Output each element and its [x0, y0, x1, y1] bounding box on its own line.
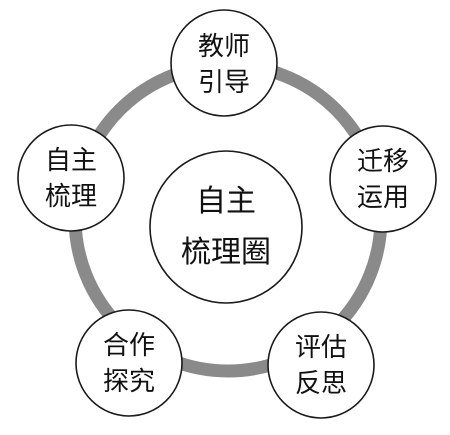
- node-self-sort-line1: 自主: [45, 146, 97, 176]
- node-transfer-apply: 迁移 运用: [329, 125, 437, 233]
- center-node-line2: 梳理圈: [181, 235, 271, 270]
- center-node: 自主 梳理圈: [149, 150, 303, 304]
- node-teacher-guide: 教师 引导: [170, 9, 278, 117]
- node-cooperate-explore-line2: 探究: [103, 367, 155, 397]
- node-cooperate-explore-circle: [75, 309, 183, 417]
- node-transfer-apply-circle: [329, 125, 437, 233]
- node-cooperate-explore-line1: 合作: [103, 331, 155, 361]
- node-transfer-apply-line2: 运用: [357, 183, 409, 213]
- node-self-sort: 自主 梳理: [17, 124, 125, 232]
- node-teacher-guide-line1: 教师: [198, 32, 250, 62]
- center-node-circle: [149, 150, 303, 304]
- center-node-line1: 自主: [196, 184, 256, 219]
- node-transfer-apply-line1: 迁移: [357, 147, 409, 177]
- node-evaluate-reflect: 评估 反思: [267, 311, 375, 419]
- node-evaluate-reflect-circle: [267, 311, 375, 419]
- node-evaluate-reflect-line2: 反思: [295, 369, 347, 399]
- node-cooperate-explore: 合作 探究: [75, 309, 183, 417]
- node-self-sort-circle: [17, 124, 125, 232]
- node-evaluate-reflect-line1: 评估: [295, 333, 347, 363]
- node-teacher-guide-circle: [170, 9, 278, 117]
- node-teacher-guide-line2: 引导: [198, 68, 250, 98]
- node-self-sort-line2: 梳理: [45, 182, 97, 212]
